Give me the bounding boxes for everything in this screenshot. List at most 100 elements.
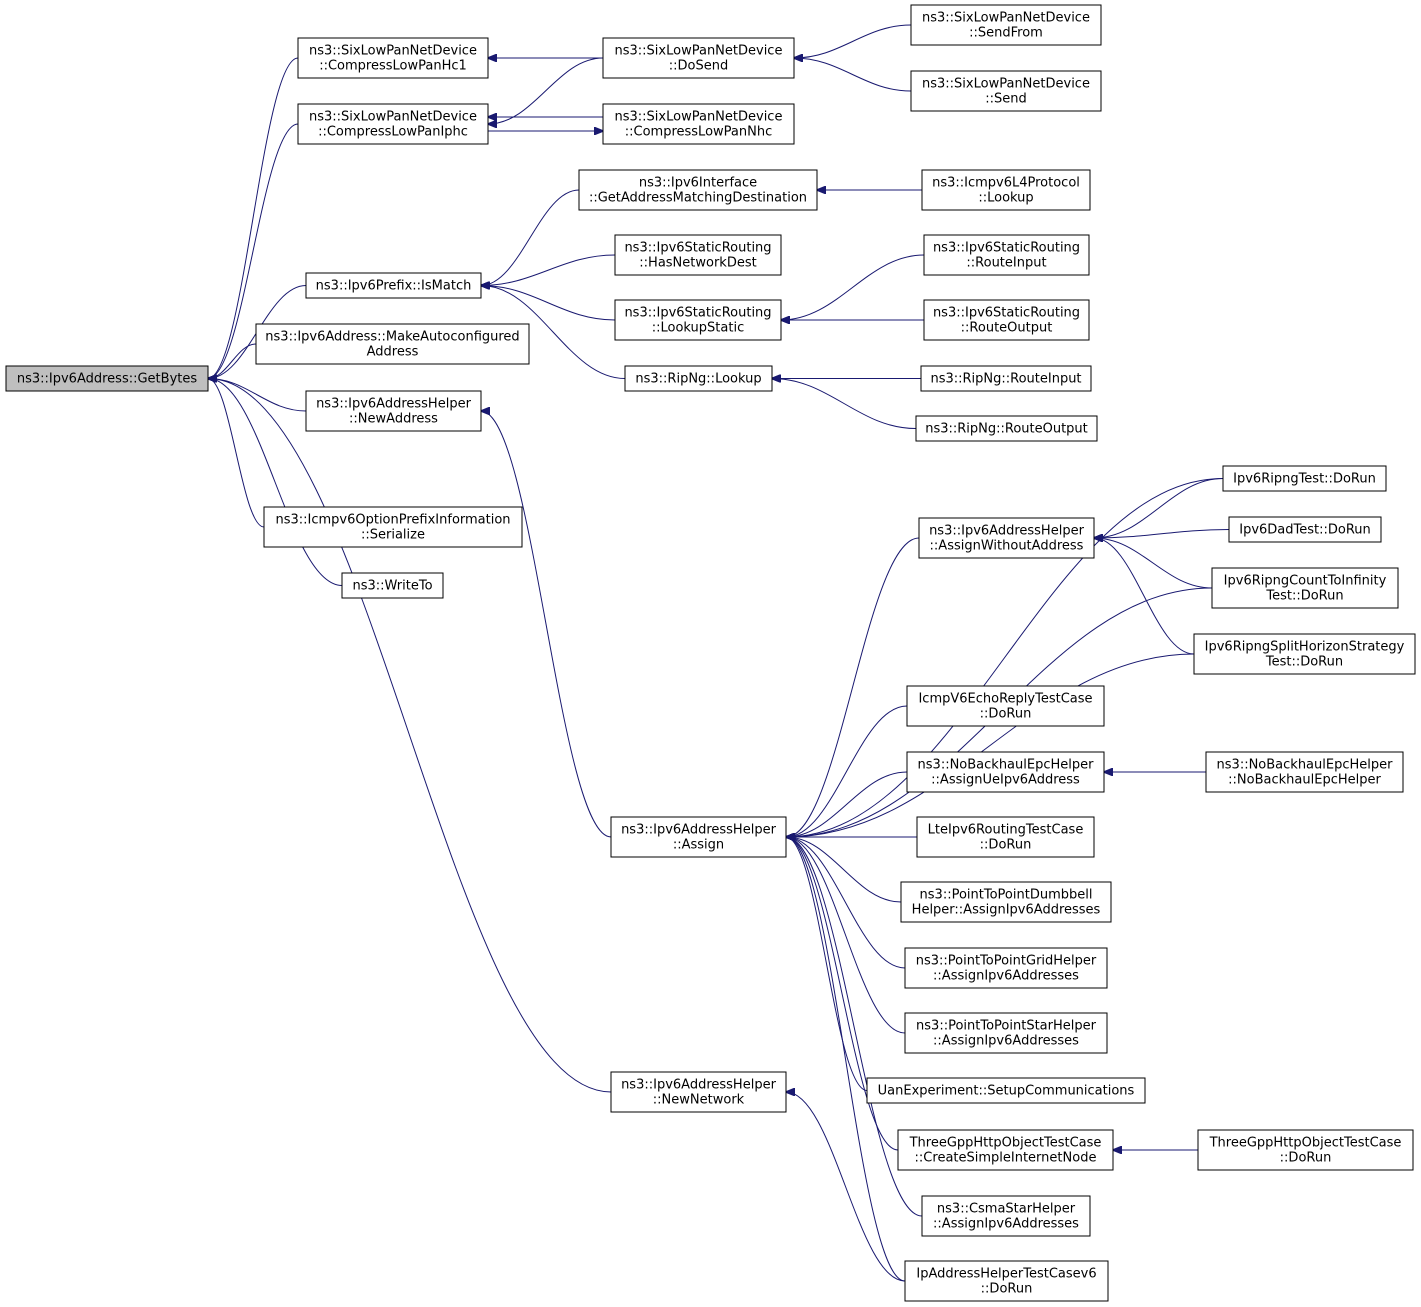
node-dosend[interactable]: ns3::SixLowPanNetDevice::DoSend	[602, 37, 795, 79]
node-label: ns3::Ipv6StaticRouting	[933, 241, 1080, 256]
node-ripngtest[interactable]: Ipv6RipngTest::DoRun	[1222, 465, 1387, 492]
node-csma[interactable]: ns3::CsmaStarHelper::AssignIpv6Addresses	[921, 1195, 1091, 1237]
node-box	[341, 572, 444, 599]
node-label: ns3::Ipv6StaticRouting	[624, 306, 771, 321]
node-box	[915, 415, 1098, 442]
node-label: ns3::SixLowPanNetDevice	[615, 44, 783, 59]
node-label: ns3::RipNg::Lookup	[635, 372, 761, 387]
node-box	[866, 1077, 1146, 1104]
node-icmplookup[interactable]: ns3::Icmpv6L4Protocol::Lookup	[921, 169, 1091, 211]
node-box	[1228, 516, 1382, 543]
node-label: ::SendFrom	[969, 26, 1043, 41]
node-box	[1197, 1129, 1414, 1171]
node-lteipv6[interactable]: LteIpv6RoutingTestCase::DoRun	[916, 816, 1095, 858]
node-srin[interactable]: ns3::Ipv6StaticRouting::RouteInput	[923, 234, 1090, 276]
node-dadtest[interactable]: Ipv6DadTest::DoRun	[1228, 516, 1382, 543]
node-box	[1211, 567, 1399, 609]
node-label: ::RouteInput	[966, 256, 1046, 271]
node-box	[910, 70, 1102, 112]
node-label: ::Lookup	[978, 191, 1033, 206]
node-label: Ipv6RipngTest::DoRun	[1233, 472, 1376, 487]
node-box	[900, 881, 1112, 923]
node-box	[916, 816, 1095, 858]
node-lookupstatic[interactable]: ns3::Ipv6StaticRouting::LookupStatic	[614, 299, 782, 341]
node-box	[910, 4, 1102, 46]
node-echoreply[interactable]: IcmpV6EchoReplyTestCase::DoRun	[906, 685, 1105, 727]
edge-newnet-to-getbytes	[208, 379, 612, 1093]
edge-ripngtest-to-assignwo	[1094, 478, 1224, 539]
edge-ripngtest-to-assign	[786, 478, 1224, 838]
node-box	[1222, 465, 1387, 492]
node-hc1[interactable]: ns3::SixLowPanNetDevice::CompressLowPanH…	[297, 37, 489, 79]
edge-assign-to-newaddr	[481, 411, 612, 838]
node-newnet[interactable]: ns3::Ipv6AddressHelper::NewNetwork	[610, 1071, 787, 1113]
node-grid[interactable]: ns3::PointToPointGridHelper::AssignIpv6A…	[904, 947, 1108, 989]
node-label: Test::DoRun	[1265, 589, 1343, 604]
node-getaddrmatch[interactable]: ns3::Ipv6Interface::GetAddressMatchingDe…	[578, 169, 818, 211]
edge-dosend-to-iphc	[488, 57, 604, 124]
node-star[interactable]: ns3::PointToPointStarHelper::AssignIpv6A…	[904, 1012, 1108, 1054]
node-nhc[interactable]: ns3::SixLowPanNetDevice::CompressLowPanN…	[602, 103, 795, 145]
node-ripout[interactable]: ns3::RipNg::RouteOutput	[915, 415, 1098, 442]
node-label: ::AssignIpv6Addresses	[933, 969, 1079, 984]
node-label: ns3::RipNg::RouteInput	[930, 372, 1081, 387]
edge-iphc-to-getbytes	[208, 123, 299, 379]
edge-iphelpertest-to-assign	[786, 837, 906, 1282]
node-srout[interactable]: ns3::Ipv6StaticRouting::RouteOutput	[923, 299, 1090, 341]
node-writeto[interactable]: ns3::WriteTo	[341, 572, 444, 599]
node-newaddr[interactable]: ns3::Ipv6AddressHelper::NewAddress	[305, 390, 482, 432]
node-box	[1193, 633, 1416, 675]
node-label: ns3::SixLowPanNetDevice	[309, 110, 477, 125]
node-label: ns3::RipNg::RouteOutput	[925, 422, 1088, 437]
node-label: ns3::NoBackhaulEpcHelper	[1217, 758, 1394, 773]
node-iphc[interactable]: ns3::SixLowPanNetDevice::CompressLowPanI…	[297, 103, 489, 145]
node-label: ::DoRun	[1280, 1151, 1332, 1166]
node-label: Ipv6RipngSplitHorizonStrategy	[1205, 640, 1405, 655]
node-ismatch[interactable]: ns3::Ipv6Prefix::IsMatch	[305, 272, 482, 299]
node-label: ns3::Icmpv6L4Protocol	[932, 176, 1080, 191]
edge-iphelpertest-to-newnet	[786, 1092, 906, 1282]
edge-lookupstatic-to-ismatch	[481, 286, 616, 321]
node-box	[921, 169, 1091, 211]
edge-countinf-to-assignwo	[1094, 538, 1213, 589]
node-dumbbell[interactable]: ns3::PointToPointDumbbellHelper::AssignI…	[900, 881, 1112, 923]
node-box	[263, 506, 523, 548]
edge-ripout-to-riplookup	[772, 379, 917, 429]
node-assign[interactable]: ns3::Ipv6AddressHelper::Assign	[610, 816, 787, 858]
node-label: ::AssignIpv6Addresses	[933, 1217, 1079, 1232]
node-uan[interactable]: UanExperiment::SetupCommunications	[866, 1077, 1146, 1104]
node-hasnet[interactable]: ns3::Ipv6StaticRouting::HasNetworkDest	[614, 234, 782, 276]
node-label: ns3::SixLowPanNetDevice	[922, 11, 1090, 26]
node-label: ::DoSend	[669, 59, 728, 74]
node-iphelpertest[interactable]: IpAddressHelperTestCasev6::DoRun	[904, 1260, 1109, 1302]
node-serialize[interactable]: ns3::Icmpv6OptionPrefixInformation::Seri…	[263, 506, 523, 548]
node-label: ns3::SixLowPanNetDevice	[309, 44, 477, 59]
node-box	[297, 37, 489, 79]
node-label: ::NewAddress	[349, 412, 438, 427]
edge-hasnet-to-ismatch	[481, 254, 616, 286]
node-assignwo[interactable]: ns3::Ipv6AddressHelper::AssignWithoutAdd…	[918, 517, 1095, 559]
node-label: ::AssignIpv6Addresses	[933, 1034, 1079, 1049]
node-ripin[interactable]: ns3::RipNg::RouteInput	[920, 365, 1092, 392]
edge-writeto-to-getbytes	[208, 379, 343, 586]
node-label: ns3::PointToPointDumbbell	[920, 888, 1093, 903]
edge-hc1-to-getbytes	[208, 57, 299, 379]
node-label: ::CreateSimpleInternetNode	[915, 1151, 1097, 1166]
node-label: ns3::Ipv6StaticRouting	[624, 241, 771, 256]
node-send[interactable]: ns3::SixLowPanNetDevice::Send	[910, 70, 1102, 112]
node-label: ns3::PointToPointGridHelper	[916, 954, 1097, 969]
node-box	[904, 1260, 1109, 1302]
node-box	[305, 390, 482, 432]
node-riplookup[interactable]: ns3::RipNg::Lookup	[624, 365, 773, 392]
node-nobackhaulctor[interactable]: ns3::NoBackhaulEpcHelper::NoBackhaulEpcH…	[1205, 751, 1404, 793]
node-label: Test::DoRun	[1265, 655, 1343, 670]
node-httprun[interactable]: ThreeGppHttpObjectTestCase::DoRun	[1197, 1129, 1414, 1171]
node-label: ns3::Ipv6AddressHelper	[929, 524, 1085, 539]
node-nobackhaul[interactable]: ns3::NoBackhaulEpcHelper::AssignUeIpv6Ad…	[906, 751, 1105, 793]
node-sendfrom[interactable]: ns3::SixLowPanNetDevice::SendFrom	[910, 4, 1102, 46]
node-httpnode[interactable]: ThreeGppHttpObjectTestCase::CreateSimple…	[897, 1129, 1114, 1171]
node-getbytes[interactable]: ns3::Ipv6Address::GetBytes	[5, 365, 209, 392]
node-makeauto[interactable]: ns3::Ipv6Address::MakeAutoconfiguredAddr…	[255, 323, 530, 365]
